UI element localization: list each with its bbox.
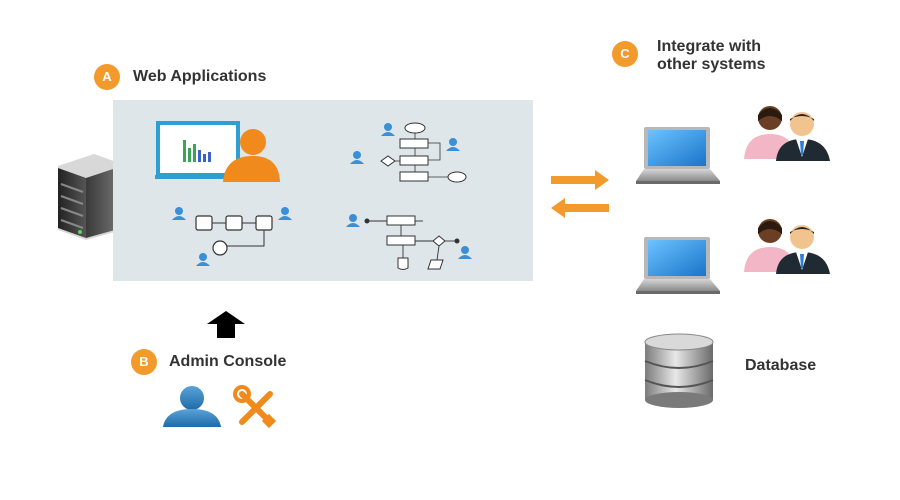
analytics-user-icon (155, 121, 280, 182)
integrate-title-line1: Integrate with (657, 38, 762, 55)
exchange-arrows-icon (551, 170, 609, 218)
web-applications-title: Web Applications (133, 68, 267, 85)
section-c-badge: C (612, 41, 638, 67)
database-icon (644, 333, 714, 408)
workflow-icon (350, 122, 467, 183)
section-b-badge: B (131, 349, 157, 375)
up-arrow-icon (207, 311, 245, 338)
process-flow-icon (172, 207, 292, 266)
users-icon (744, 106, 830, 161)
users-icon (744, 219, 830, 274)
integrate-title-line2: other systems (657, 56, 766, 73)
tools-icon (233, 385, 277, 429)
decision-flow-icon (346, 214, 472, 270)
laptop-icon (636, 127, 720, 184)
laptop-icon (636, 237, 720, 294)
admin-console-title: Admin Console (169, 353, 287, 370)
database-label: Database (745, 357, 817, 374)
section-a-badge: A (94, 64, 120, 90)
admin-user-icon (163, 386, 221, 427)
